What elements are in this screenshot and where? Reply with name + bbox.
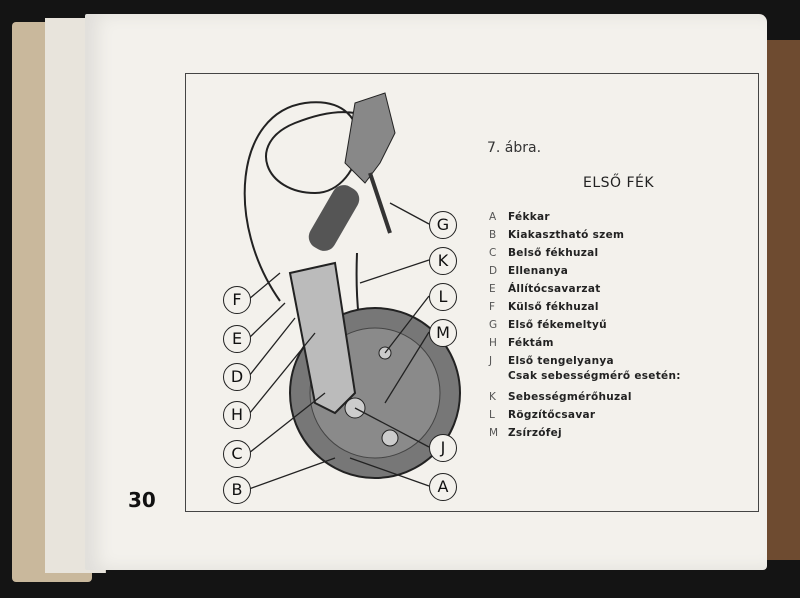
legend-label: Zsírzófej	[508, 427, 562, 439]
legend-item: G Első fékemeltyű	[489, 316, 681, 334]
callout-j: J	[429, 434, 457, 462]
legend-label: Állítócsavarzat	[508, 283, 601, 295]
legend-item: M Zsírzófej	[489, 424, 681, 442]
legend-label: Rögzítőcsavar	[508, 409, 596, 421]
legend-item: F Külső fékhuzal	[489, 298, 681, 316]
page-number: 30	[128, 488, 156, 512]
legend-item: A Fékkar	[489, 208, 681, 226]
figure-frame	[185, 73, 759, 512]
callout-a: A	[429, 473, 457, 501]
callout-e: E	[223, 325, 251, 353]
legend-key: C	[489, 247, 497, 259]
outer-cable	[243, 101, 386, 302]
fork	[288, 261, 357, 415]
legend-item: K Sebességmérőhuzal	[489, 388, 681, 406]
legend-item: L Rögzítőcsavar	[489, 406, 681, 424]
legend-label: Fékkar	[508, 211, 550, 223]
legend-key: M	[489, 427, 499, 439]
legend-label: Első tengelyanya	[508, 355, 614, 367]
legend-item: D Ellenanya	[489, 262, 681, 280]
legend-label: Sebességmérőhuzal	[508, 391, 632, 403]
handlebar-lever	[308, 92, 396, 251]
legend-key: H	[489, 337, 497, 349]
callout-h: H	[223, 401, 251, 429]
book-page	[85, 14, 767, 570]
legend-label: Külső fékhuzal	[508, 301, 599, 313]
callout-d: D	[223, 363, 251, 391]
legend-item: B Kiakasztható szem	[489, 226, 681, 244]
legend-item: E Állítócsavarzat	[489, 280, 681, 298]
legend-label: Féktám	[508, 337, 554, 349]
legend-key: B	[489, 229, 497, 241]
legend-key: K	[489, 391, 496, 403]
legend-key: D	[489, 265, 498, 277]
legend-label: Első fékemeltyű	[508, 319, 607, 331]
legend-item: C Belső fékhuzal	[489, 244, 681, 262]
legend-item: J Első tengelyanya	[489, 352, 681, 370]
legend-key: G	[489, 319, 498, 331]
legend-label: Kiakasztható szem	[508, 229, 625, 241]
legend-key: L	[489, 409, 495, 421]
figure-title: ELSŐ FÉK	[583, 175, 655, 191]
legend-key: A	[489, 211, 497, 223]
callout-k: K	[429, 247, 457, 275]
legend: A Fékkar B Kiakasztható szem C Belső fékhuz…	[489, 208, 681, 442]
callout-m: M	[429, 319, 457, 347]
legend-key: F	[489, 301, 496, 313]
legend-key: E	[489, 283, 496, 295]
figure-caption: 7. ábra.	[487, 140, 542, 156]
legend-key: J	[489, 355, 493, 367]
legend-label: Ellenanya	[508, 265, 569, 277]
callout-c: C	[223, 440, 251, 468]
callout-g: G	[429, 211, 457, 239]
callout-b: B	[223, 476, 251, 504]
front-brake-diagram	[243, 92, 461, 490]
legend-label: Belső fékhuzal	[508, 247, 599, 259]
legend-item: H Féktám	[489, 334, 681, 352]
callout-l: L	[429, 283, 457, 311]
callout-f: F	[223, 286, 251, 314]
legend-note: Csak sebességmérő esetén:	[508, 370, 681, 382]
